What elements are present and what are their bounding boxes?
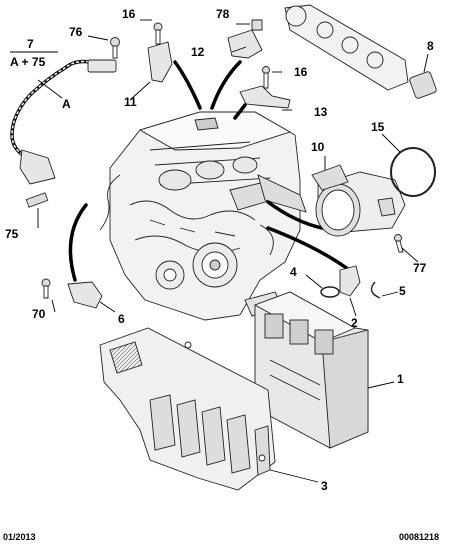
footer-reference: 00081218 [399, 532, 440, 542]
footer-date: 01/2013 [3, 532, 36, 542]
callout-77: 77 [413, 261, 427, 275]
callout-78: 78 [216, 7, 230, 21]
callout-16-top: 16 [122, 7, 136, 21]
leader-lines [10, 19, 429, 483]
callout-12: 12 [191, 45, 205, 59]
o-ring-15 [390, 147, 436, 197]
callout-6: 6 [118, 312, 125, 326]
callout-10: 10 [311, 140, 325, 154]
throttle-body [311, 164, 406, 237]
ecu-bracket-3 [99, 327, 276, 491]
brackets [147, 19, 263, 83]
screw-77 [394, 234, 404, 253]
callout-a: A [62, 97, 71, 111]
connector-lines [68, 60, 354, 282]
callout-2: 2 [351, 316, 358, 330]
callout-16-right: 16 [294, 65, 308, 79]
callout-75: 75 [5, 227, 19, 241]
temperature-sensor [320, 265, 381, 299]
wiring-harness [10, 59, 117, 208]
callout-a-plus-75: A + 75 [10, 55, 46, 69]
callout-70: 70 [32, 307, 46, 321]
callout-76: 76 [69, 25, 83, 39]
fuel-rail [284, 4, 437, 99]
callout-13: 13 [314, 105, 328, 119]
callout-15: 15 [371, 120, 385, 134]
bolt-76 [110, 37, 120, 59]
callout-3: 3 [321, 479, 328, 493]
sensor-13 [239, 66, 291, 109]
callout-8: 8 [427, 39, 434, 53]
callout-1: 1 [397, 372, 404, 386]
ecu-1 [253, 291, 369, 449]
callout-4: 4 [290, 265, 297, 279]
engine-assembly [99, 111, 307, 321]
crank-sensor [41, 278, 103, 309]
callout-5: 5 [399, 284, 406, 298]
callout-7: 7 [27, 37, 34, 51]
callout-11: 11 [124, 95, 137, 109]
